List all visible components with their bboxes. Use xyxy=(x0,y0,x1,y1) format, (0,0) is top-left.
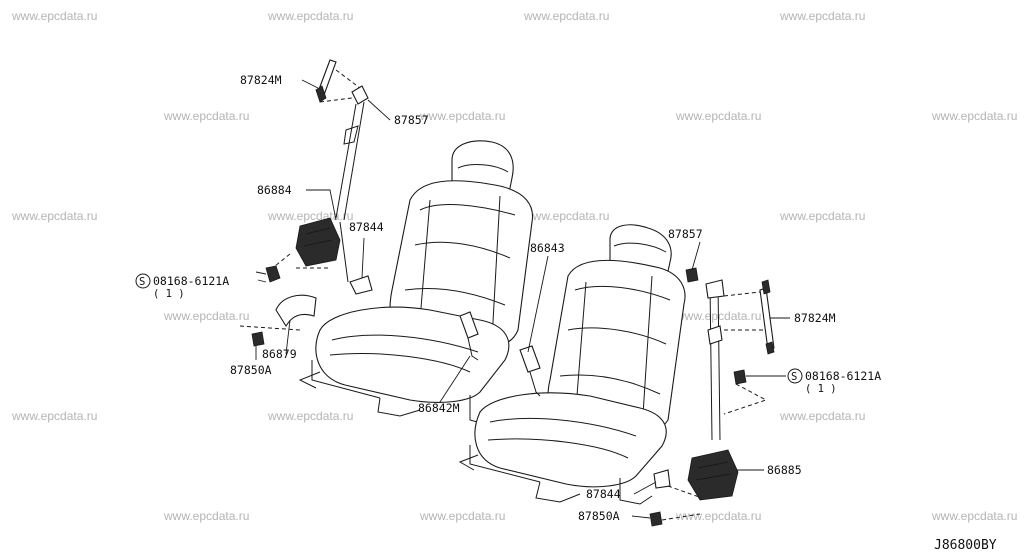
label-87824m-left: 87824M xyxy=(240,73,282,87)
label-87844-right: 87844 xyxy=(586,487,621,501)
right-belt-assembly xyxy=(649,267,775,527)
watermark-text: www.epcdata.ru xyxy=(779,209,865,223)
watermark-text: www.epcdata.ru xyxy=(931,509,1017,523)
label-08168-right: 08168-6121A xyxy=(805,369,881,383)
watermark-text: www.epcdata.ru xyxy=(163,509,249,523)
right-seat xyxy=(458,224,686,505)
left-belt-assembly xyxy=(239,59,373,347)
label-86842m: 86842M xyxy=(418,401,460,415)
watermark-text: www.epcdata.ru xyxy=(11,9,97,23)
part-labels: 87824M 87857 86884 87844 S 08168-6121A (… xyxy=(135,73,881,523)
watermark-text: www.epcdata.ru xyxy=(267,409,353,423)
watermark-text: www.epcdata.ru xyxy=(11,209,97,223)
screw-symbol-right: S xyxy=(787,368,803,384)
label-08168-left-qty: ( 1 ) xyxy=(153,288,185,300)
watermark-text: www.epcdata.ru xyxy=(675,509,761,523)
screw-symbol-right-letter: S xyxy=(791,371,797,383)
watermark-text: www.epcdata.ru xyxy=(163,309,249,323)
label-87850a-right: 87850A xyxy=(578,509,620,523)
watermark-text: www.epcdata.ru xyxy=(11,409,97,423)
label-08168-right-qty: ( 1 ) xyxy=(805,383,837,395)
diagram-code: J86800BY xyxy=(934,538,997,553)
label-86884: 86884 xyxy=(257,183,292,197)
left-seat xyxy=(298,140,534,426)
leader-lines xyxy=(255,79,790,519)
watermark-text: www.epcdata.ru xyxy=(267,9,353,23)
watermark-text: www.epcdata.ru xyxy=(675,109,761,123)
label-87850a-left: 87850A xyxy=(230,363,272,377)
label-08168-left: 08168-6121A xyxy=(153,274,229,288)
label-86885: 86885 xyxy=(767,463,802,477)
label-87824m-right: 87824M xyxy=(794,311,836,325)
watermark-text: www.epcdata.ru xyxy=(523,9,609,23)
watermark-text: www.epcdata.ru xyxy=(779,409,865,423)
watermark-text: www.epcdata.ru xyxy=(523,209,609,223)
label-87857-right: 87857 xyxy=(668,227,703,241)
label-86879: 86879 xyxy=(262,347,297,361)
watermark-text: www.epcdata.ru xyxy=(163,109,249,123)
watermark-text: www.epcdata.ru xyxy=(419,109,505,123)
label-86843: 86843 xyxy=(530,241,565,255)
label-87857-left: 87857 xyxy=(394,113,429,127)
watermark-text: www.epcdata.ru xyxy=(267,209,353,223)
screw-symbol-left-letter: S xyxy=(139,276,145,288)
watermark-text: www.epcdata.ru xyxy=(779,9,865,23)
screw-symbol-left: S xyxy=(135,273,151,289)
watermark-text: www.epcdata.ru xyxy=(419,509,505,523)
label-87844-left: 87844 xyxy=(349,220,384,234)
watermark-text: www.epcdata.ru xyxy=(931,109,1017,123)
